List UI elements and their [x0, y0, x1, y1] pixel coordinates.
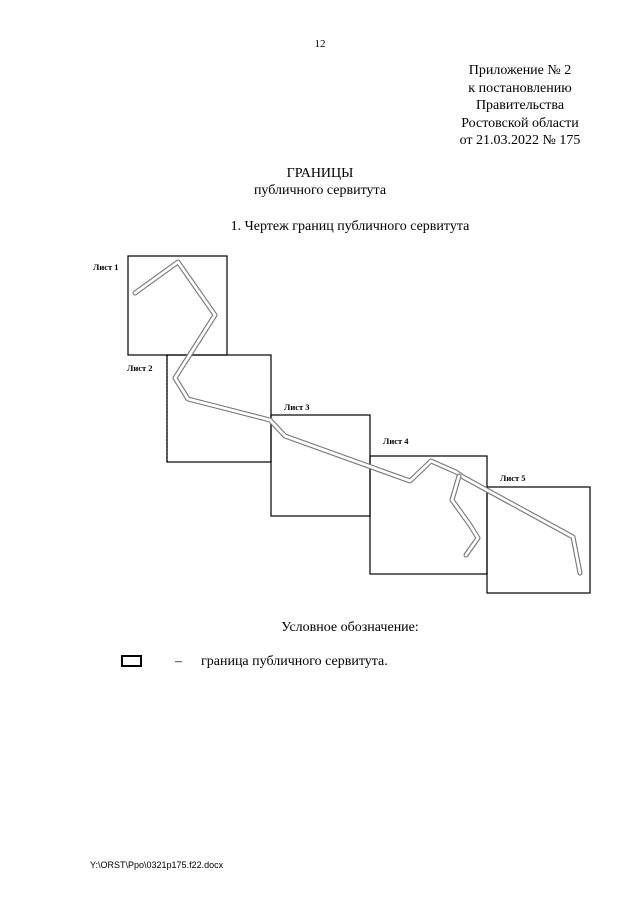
- sheet-label-4: Лист 4: [383, 436, 409, 446]
- sheet-label-2: Лист 2: [127, 363, 153, 373]
- appendix-line: Правительства: [475, 98, 565, 113]
- servitude-path-branch-inner: [450, 474, 480, 557]
- servitude-path-main-outer: [132, 259, 583, 576]
- sheet-frame-3: [270, 414, 371, 517]
- sheet-label-5: Лист 5: [500, 473, 526, 483]
- sheet-label-3: Лист 3: [284, 402, 310, 412]
- title-main: ГРАНИЦЫ: [286, 166, 354, 181]
- legend-item-text: граница публичного сервитута.: [201, 654, 388, 669]
- footer-file-path: Y:\ORST\Ppo\0321p175.f22.docx: [90, 860, 224, 870]
- appendix-line: Ростовской области: [461, 115, 579, 131]
- title-subtitle: публичного сервитута: [253, 183, 387, 198]
- sheet-label-1: Лист 1: [93, 262, 119, 272]
- sheet-frame-5: [486, 486, 591, 594]
- page-number: 12: [314, 38, 326, 50]
- sheet-frame-1: [127, 255, 228, 356]
- legend-title: Условное обозначение:: [281, 620, 419, 635]
- document-title: ГРАНИЦЫ публичного сервитута: [0, 165, 640, 199]
- legend-boundary-symbol: [121, 655, 142, 667]
- section-heading: 1. Чертеж границ публичного сервитута: [230, 219, 470, 234]
- appendix-block: Приложение № 2 к постановлению Правитель…: [420, 62, 620, 150]
- appendix-line: Приложение № 2: [468, 63, 572, 78]
- appendix-line: от 21.03.2022 № 175: [459, 133, 581, 148]
- appendix-line: к постановлению: [468, 80, 572, 96]
- legend-dash: –: [175, 654, 182, 669]
- servitude-path-main-inner: [133, 260, 582, 575]
